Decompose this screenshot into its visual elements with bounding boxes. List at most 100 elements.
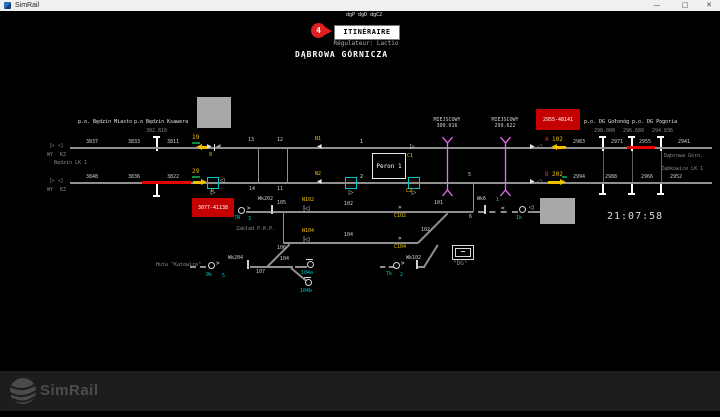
shunt-tag: 2 (400, 272, 404, 278)
alert-pin[interactable]: 4 (311, 23, 326, 38)
signal-label-c102: C102 (394, 213, 407, 219)
section-label: 102 (344, 201, 354, 207)
itinerary-button[interactable]: ITINÉRAIRE (334, 25, 400, 40)
section-label: 2971 (611, 139, 624, 145)
station-label-dg-golonog: p.o. DG Gołonóg (584, 119, 630, 125)
yard-track-dashed (295, 266, 307, 268)
section-label: 107 (256, 269, 266, 275)
km-post (631, 136, 633, 151)
signal-n102-icon[interactable]: |◁ (303, 205, 310, 212)
route-arrow-right[interactable] (201, 179, 210, 185)
shunt-signal-icon[interactable] (238, 207, 245, 214)
signal-n2-icon[interactable]: ◀ (317, 178, 322, 185)
signal-label-c2: C2 (406, 188, 413, 194)
selected-signal-box[interactable]: ▷ (345, 177, 357, 196)
km-label: 302.810 (146, 128, 168, 134)
signal-icon[interactable]: ◁ (537, 178, 542, 185)
entry-signal-icon[interactable]: ◁ (58, 177, 63, 184)
switch-label: 12 (277, 137, 284, 143)
signal-n104-icon[interactable]: |◁ (303, 236, 310, 243)
section-label: 3822 (167, 174, 180, 180)
shunt-signal-icon[interactable]: > (401, 260, 405, 267)
selected-signal-box-c2[interactable]: ▷ (408, 177, 420, 196)
camera-monitor-icon[interactable] (452, 245, 474, 260)
buffer-stop-icon (305, 279, 312, 286)
station-label-dg-pogoria: p.o. DG Pogoria (632, 119, 678, 125)
signal-icon[interactable]: ▶ (530, 143, 535, 150)
wk-post-tick[interactable] (416, 260, 418, 269)
shunt-signal-icon[interactable]: < (501, 205, 505, 212)
derailer-icon[interactable] (519, 206, 526, 213)
shunt-tag: 7k (386, 271, 393, 277)
signal-icon[interactable]: ◁ (529, 204, 534, 211)
shunt-signal-icon[interactable] (208, 262, 215, 269)
signal-label-a: A (545, 136, 549, 143)
wk-post-tick[interactable] (484, 205, 486, 214)
entry-signal-icon[interactable]: ▷ (50, 177, 55, 184)
track2-line (70, 182, 712, 184)
yard-track-dashed (190, 266, 206, 268)
train-description-box[interactable] (197, 97, 231, 128)
km-post (156, 136, 158, 151)
level-crossing-icon[interactable] (441, 136, 454, 197)
siding-label-zaklad: Zakład P.K.P. (236, 226, 276, 232)
stub-label: 104a (301, 270, 314, 276)
section-label: 105 (277, 200, 287, 206)
close-button[interactable]: ✕ (706, 1, 712, 9)
line-label-bedzin: Będzin LK 1 (54, 160, 88, 166)
section-label: 2994 (573, 174, 586, 180)
shunt-tag: 7N (234, 215, 241, 221)
signal-icon[interactable]: ◁ (220, 177, 225, 184)
km-post (156, 184, 158, 196)
signal-label-c104: C104 (394, 244, 407, 250)
signal-c1-icon[interactable]: ▷ (410, 143, 415, 150)
route-arrow-tail[interactable] (548, 181, 560, 184)
signal-c104-icon[interactable]: » (398, 235, 402, 242)
shunt-signal-icon[interactable]: > (247, 205, 251, 212)
train-box[interactable]: 2955-48141 (536, 109, 580, 130)
maximize-button[interactable]: □ (681, 1, 689, 9)
block-signal-icon[interactable]: ◀ (216, 143, 221, 150)
block-signal-icon[interactable]: ▶ (207, 143, 212, 150)
crossover-link (287, 149, 288, 182)
shunt-signal-icon[interactable]: > (216, 260, 220, 267)
entry-signal-icon[interactable]: ▷ (50, 142, 55, 149)
line-label-dabrowa: Dąbrowa Górn. (664, 153, 704, 159)
wk-post-tick[interactable] (271, 205, 273, 214)
siding-label-huta: Huta "Katowice" (156, 262, 202, 268)
signal-tag: P (211, 188, 215, 194)
yard-track-dashed (380, 266, 394, 268)
section-label: 101 (434, 200, 444, 206)
signal-n1-icon[interactable]: ◀ (317, 143, 322, 150)
train-description-box[interactable] (540, 198, 575, 224)
selected-signal-box[interactable]: ▷ (207, 177, 219, 196)
route-arrow-right[interactable] (560, 179, 569, 185)
entry-signal-icon[interactable]: ◁ (58, 142, 63, 149)
shunt-signal-icon[interactable] (393, 262, 400, 269)
signal-label-c1: C1 (407, 153, 414, 159)
signal-label-n2: N2 (315, 171, 322, 177)
signal-c102-icon[interactable]: » (398, 204, 402, 211)
occupied-section-2955 (627, 146, 655, 149)
level-crossing-icon[interactable] (499, 136, 512, 197)
wk-post-tick[interactable] (247, 260, 249, 269)
minimize-button[interactable]: — (653, 1, 661, 9)
route-arrow-tail[interactable] (193, 181, 201, 184)
track-number: 1 (360, 139, 364, 145)
signal-icon[interactable]: ◁ (537, 143, 542, 150)
section-label: 104 (344, 232, 354, 238)
line-label-zabkowice: Ząbkowice LK 1 (661, 166, 704, 172)
route-arrow-tail[interactable] (554, 146, 566, 149)
route-tick (192, 176, 200, 178)
switch-label: 5 (468, 172, 472, 178)
section-label: 2955 (639, 139, 652, 145)
route-arrow-tail[interactable] (199, 146, 207, 149)
crossing-name: MIEJSCOWY (491, 117, 519, 123)
kz-label: KZ (60, 152, 67, 158)
signal-label-n1: N1 (315, 136, 322, 142)
signal-icon[interactable]: ▶ (530, 178, 535, 185)
section-label: 2966 (641, 174, 654, 180)
train-box[interactable]: 3077-41138 (192, 198, 234, 217)
simrail-globe-icon (9, 378, 37, 404)
km-label: 296.689 (623, 128, 645, 134)
